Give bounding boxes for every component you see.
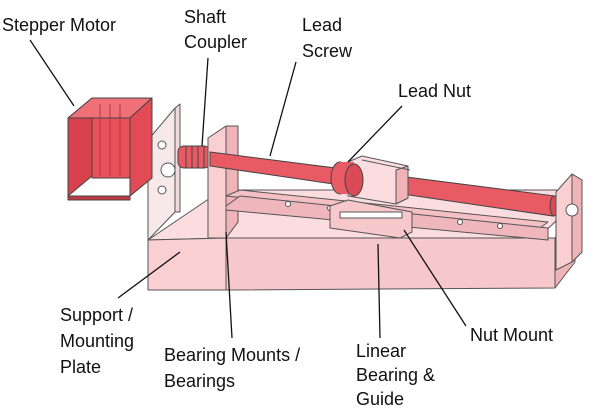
label-bearing-mounts-line2: Bearings	[164, 371, 236, 391]
leader-linear-bearing	[377, 243, 381, 339]
leader-support	[117, 251, 181, 299]
leader-stepper-motor	[29, 39, 75, 107]
label-lead-screw-line1: Lead	[302, 15, 343, 35]
leader-lines	[29, 39, 467, 339]
leader-nut-mount	[403, 229, 467, 327]
label-stepper-motor: Stepper Motor	[2, 15, 117, 35]
label-support-line2: Mounting	[60, 331, 135, 351]
mounting-plate	[147, 103, 181, 241]
nut-mount	[329, 155, 413, 239]
lead-nut	[330, 161, 364, 197]
label-bearing-mounts-line1: Bearing Mounts /	[164, 345, 301, 365]
shaft-coupler	[177, 145, 211, 169]
bearing-mount	[207, 125, 239, 239]
leader-bearing-mounts	[225, 231, 233, 339]
label-linear-bearing-line2: Bearing &	[356, 365, 436, 385]
leader-lead-nut	[347, 105, 403, 163]
label-linear-bearing-line1: Linear	[356, 341, 407, 361]
label-shaft-coupler-line2: Coupler	[184, 32, 248, 52]
label-lead-screw-line2: Screw	[302, 41, 353, 61]
end-plate	[555, 173, 583, 271]
stepper-motor	[67, 97, 153, 201]
label-linear-bearing-line3: Guide	[356, 389, 405, 409]
label-nut-mount: Nut Mount	[470, 325, 554, 345]
label-support-line3: Plate	[60, 357, 102, 377]
leader-lead-screw	[269, 61, 297, 157]
label-shaft-coupler-line1: Shaft	[184, 7, 227, 27]
label-lead-nut: Lead Nut	[398, 81, 472, 101]
label-support-line1: Support /	[60, 305, 134, 325]
leader-shaft-coupler	[201, 57, 209, 147]
